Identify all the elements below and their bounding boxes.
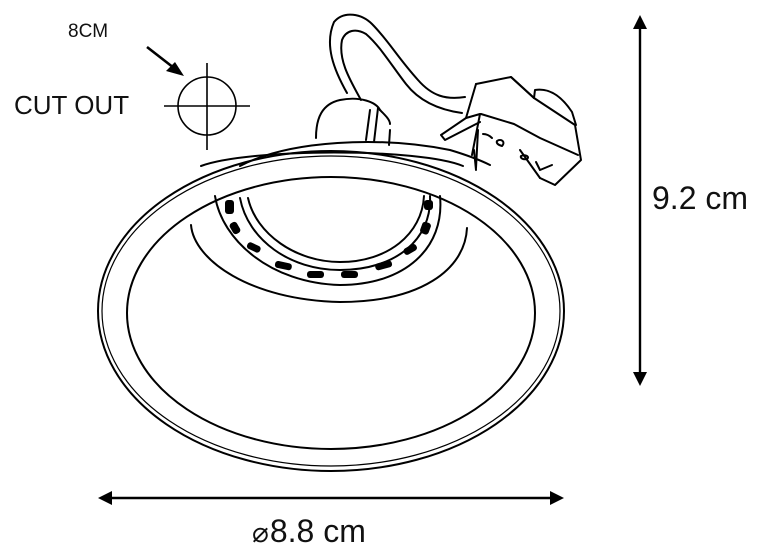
cutout-pointer-arrow-icon [146,45,184,76]
cutout-label: CUT OUT [14,90,130,120]
height-dimension-arrow-icon [633,15,647,386]
diameter-dimension-label: ⌀8.8 cm [252,515,366,547]
downlight-illustration [97,13,582,472]
diameter-value: 8.8 cm [269,513,366,549]
width-dimension-arrow-icon [98,491,564,505]
cutout-symbol-icon [164,63,250,150]
cutout-size-label: 8CM [68,21,109,42]
diameter-symbol-icon: ⌀ [252,517,269,548]
height-dimension-label: 9.2 cm [652,180,749,216]
vent-slots [225,200,433,278]
